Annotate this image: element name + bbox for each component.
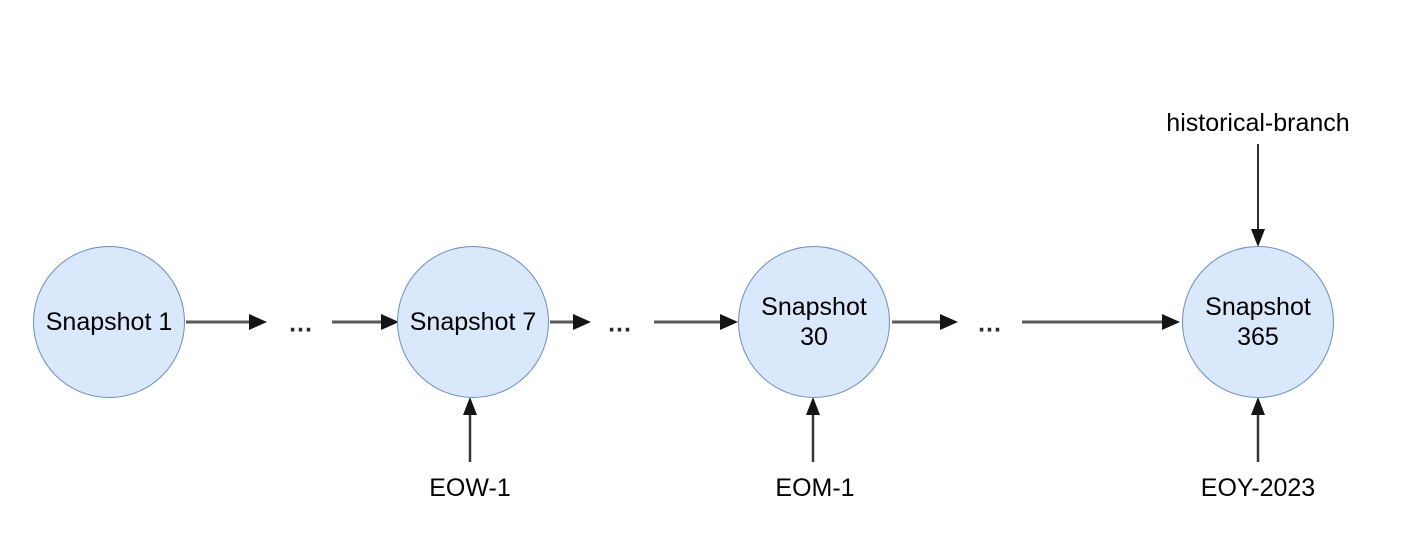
edge-into-snapshot7 [332,314,399,330]
arrow-up-eow [463,397,477,462]
arrow-down-historical-branch [1251,144,1265,247]
ellipsis-2: ... [608,309,632,338]
label-eow-1: EOW-1 [429,474,511,502]
arrow-up-eoy [1251,397,1265,462]
label-eoy-2023: EOY-2023 [1200,474,1316,502]
label-historical-branch: historical-branch [1166,109,1350,137]
node-snapshot-7: Snapshot 7 [397,246,549,398]
node-snapshot-30-label: Snapshot 30 [761,293,867,351]
label-eom-1: EOM-1 [775,474,855,502]
node-snapshot-365-label: Snapshot 365 [1205,293,1311,351]
arrow-up-eom [806,397,820,462]
edge-into-snapshot365 [1022,314,1180,330]
node-snapshot-30: Snapshot 30 [738,246,890,398]
node-snapshot-1: Snapshot 1 [33,246,185,398]
node-snapshot-365: Snapshot 365 [1182,246,1334,398]
ellipsis-1: ... [289,309,313,338]
node-snapshot-7-label: Snapshot 7 [409,308,537,336]
edge-into-snapshot30 [654,314,738,330]
node-snapshot-1-label: Snapshot 1 [45,308,173,336]
ellipsis-3: ... [978,309,1002,338]
edge-snapshot7-out [550,314,591,330]
edge-snapshot30-out [892,314,958,330]
edge-snapshot1-out [186,314,267,330]
